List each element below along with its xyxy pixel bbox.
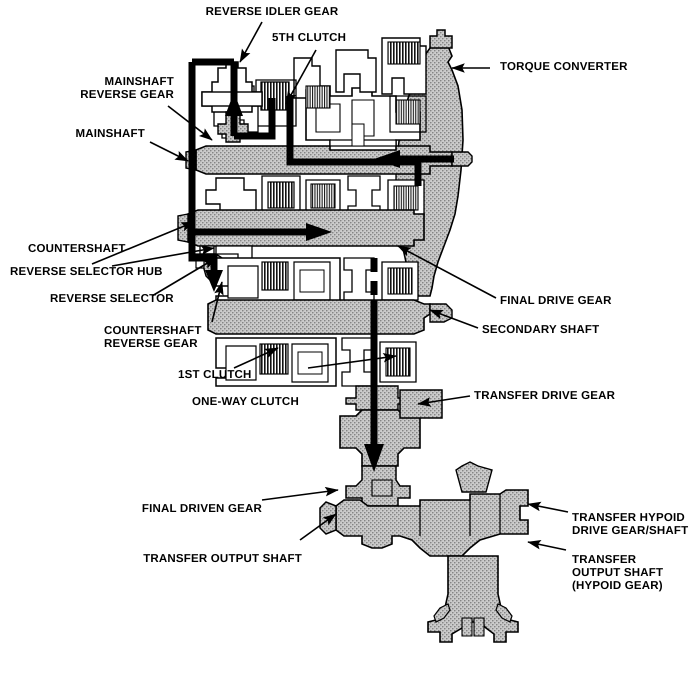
label-torque-converter: TORQUE CONVERTER <box>500 61 628 73</box>
transfer-output-shaft-assembly <box>319 461 529 557</box>
leader-1st-clutch <box>233 347 279 369</box>
leader-countershaft <box>91 221 195 265</box>
label-reverse-selector: REVERSE SELECTOR <box>50 293 174 305</box>
leader-mainshaft-reverse-gear <box>167 105 213 141</box>
leader-reverse-selector-hub <box>111 245 215 267</box>
label-transfer-hypoid-line1: TRANSFER HYPOID <box>572 512 685 524</box>
countershaft-reverse-flow-arrow <box>205 270 223 292</box>
label-transfer-drive-gear: TRANSFER DRIVE GEAR <box>474 390 616 402</box>
secondary-shaft-flow-arrow <box>364 444 384 472</box>
reverse-idler-flow-arrow <box>225 92 243 116</box>
label-5th-clutch: 5TH CLUTCH <box>272 32 347 44</box>
leader-transfer-output-shaft <box>299 513 337 541</box>
label-mainshaft-reverse-gear-line2: REVERSE GEAR <box>80 89 174 101</box>
power-flow-arrows <box>188 62 454 472</box>
label-final-drive-gear: FINAL DRIVE GEAR <box>500 295 612 307</box>
leader-reverse-idler-gear <box>239 21 263 63</box>
label-reverse-idler-gear: REVERSE IDLER GEAR <box>205 6 339 18</box>
leader-5th-clutch <box>285 49 317 105</box>
final-driven-gear-part <box>319 501 337 535</box>
countershaft-clutch-pack <box>205 175 425 219</box>
leader-countershaft-reverse-gear <box>211 281 224 323</box>
one-way-clutch-spline <box>385 347 411 377</box>
label-countershaft-reverse-gear-line2: REVERSE GEAR <box>104 338 198 350</box>
label-transfer-output-shaft: TRANSFER OUTPUT SHAFT <box>143 553 302 565</box>
label-countershaft: COUNTERSHAFT <box>28 243 126 255</box>
mid-gear-stack <box>215 257 419 305</box>
leader-one-way-clutch <box>307 352 397 369</box>
leader-secondary-shaft <box>429 309 479 329</box>
label-final-driven-gear: FINAL DRIVEN GEAR <box>141 503 262 515</box>
label-reverse-selector-hub: REVERSE SELECTOR HUB <box>10 266 163 278</box>
label-mainshaft: MAINSHAFT <box>75 128 145 140</box>
label-transfer-output-hypoid-line1: TRANSFER <box>572 554 637 566</box>
label-1st-clutch: 1ST CLUTCH <box>178 369 252 381</box>
countershaft-assembly <box>177 209 425 247</box>
countershaft-flow-arrow <box>306 223 332 241</box>
leader-transfer-hypoid <box>527 501 569 513</box>
label-one-way-clutch: ONE-WAY CLUTCH <box>192 396 299 408</box>
leader-lines <box>91 21 569 551</box>
label-mainshaft-reverse-gear-line1: MAINSHAFT <box>104 76 174 88</box>
hypoid-output-shaft-assembly <box>427 555 519 643</box>
label-secondary-shaft: SECONDARY SHAFT <box>482 324 600 336</box>
leader-final-drive-gear <box>397 245 497 299</box>
leader-transfer-drive-gear <box>417 395 471 407</box>
power-flow-path <box>188 58 234 236</box>
label-countershaft-reverse-gear-line1: COUNTERSHAFT <box>104 325 202 337</box>
transfer-drive-assembly <box>339 385 443 507</box>
label-transfer-hypoid-line2: DRIVE GEAR/SHAFT <box>572 525 689 537</box>
label-transfer-output-hypoid-line3: (HYPOID GEAR) <box>572 580 663 592</box>
leader-reverse-selector <box>151 257 217 297</box>
leader-transfer-output-hypoid <box>527 539 567 551</box>
leader-final-driven-gear <box>261 486 339 501</box>
leader-mainshaft <box>149 141 189 162</box>
label-transfer-output-hypoid-line2: OUTPUT SHAFT <box>572 567 664 579</box>
